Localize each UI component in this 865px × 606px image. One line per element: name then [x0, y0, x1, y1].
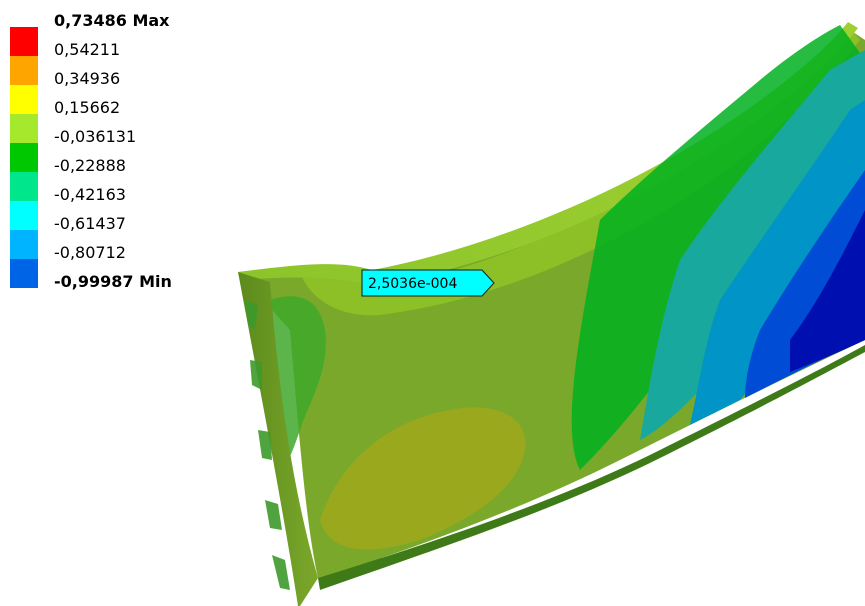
legend-entry: -0,036131 — [10, 127, 210, 172]
legend-label: -0,99987 Min — [54, 272, 172, 291]
probe-flag — [361, 269, 495, 297]
legend-label: -0,42163 — [54, 185, 126, 204]
model-hot-spot — [320, 407, 526, 550]
legend-entry: -0,61437 — [10, 214, 210, 259]
model-deep-blue-region — [790, 210, 865, 372]
legend-entry: -0,22888 — [10, 156, 210, 201]
legend-swatch — [10, 55, 38, 85]
model-teal-band — [640, 50, 865, 440]
legend-swatch — [10, 113, 38, 143]
legend-label: 0,34936 — [54, 69, 121, 88]
probe-value: 2,5036e-004 — [368, 276, 457, 292]
legend-entry: 0,34936 — [10, 69, 210, 114]
legend-entry: 0,15662 — [10, 98, 210, 143]
legend-label: -0,61437 — [54, 214, 126, 233]
model-bottom-edge — [318, 345, 865, 590]
legend-swatch — [10, 26, 38, 56]
legend-swatch — [10, 142, 38, 172]
legend-label: -0,80712 — [54, 243, 126, 262]
legend-swatch — [10, 84, 38, 114]
model-cyan-band — [690, 100, 865, 425]
legend-label: 0,15662 — [54, 98, 121, 117]
legend-label: -0,036131 — [54, 127, 137, 146]
legend-swatch — [10, 171, 38, 201]
model-top-band — [300, 30, 860, 316]
legend-entry: -0,80712 — [10, 243, 210, 288]
legend-swatch — [10, 258, 38, 288]
legend-entry: 0,54211 — [10, 40, 210, 85]
legend-label: 0,73486 Max — [54, 11, 170, 30]
legend-swatch — [10, 200, 38, 230]
probe-annotation[interactable]: 2,5036e-004 — [361, 269, 495, 297]
legend-entry: 0,73486 Max — [10, 11, 210, 56]
legend-entry: -0,42163 — [10, 185, 210, 230]
legend-label: 0,54211 — [54, 40, 121, 59]
model-top-edge — [238, 22, 858, 285]
model-side-speckle — [245, 300, 290, 590]
legend-swatch — [10, 229, 38, 259]
legend-entry: -0,99987 Min — [10, 273, 210, 302]
legend-label: -0,22888 — [54, 156, 126, 175]
model-side-face — [238, 272, 318, 606]
